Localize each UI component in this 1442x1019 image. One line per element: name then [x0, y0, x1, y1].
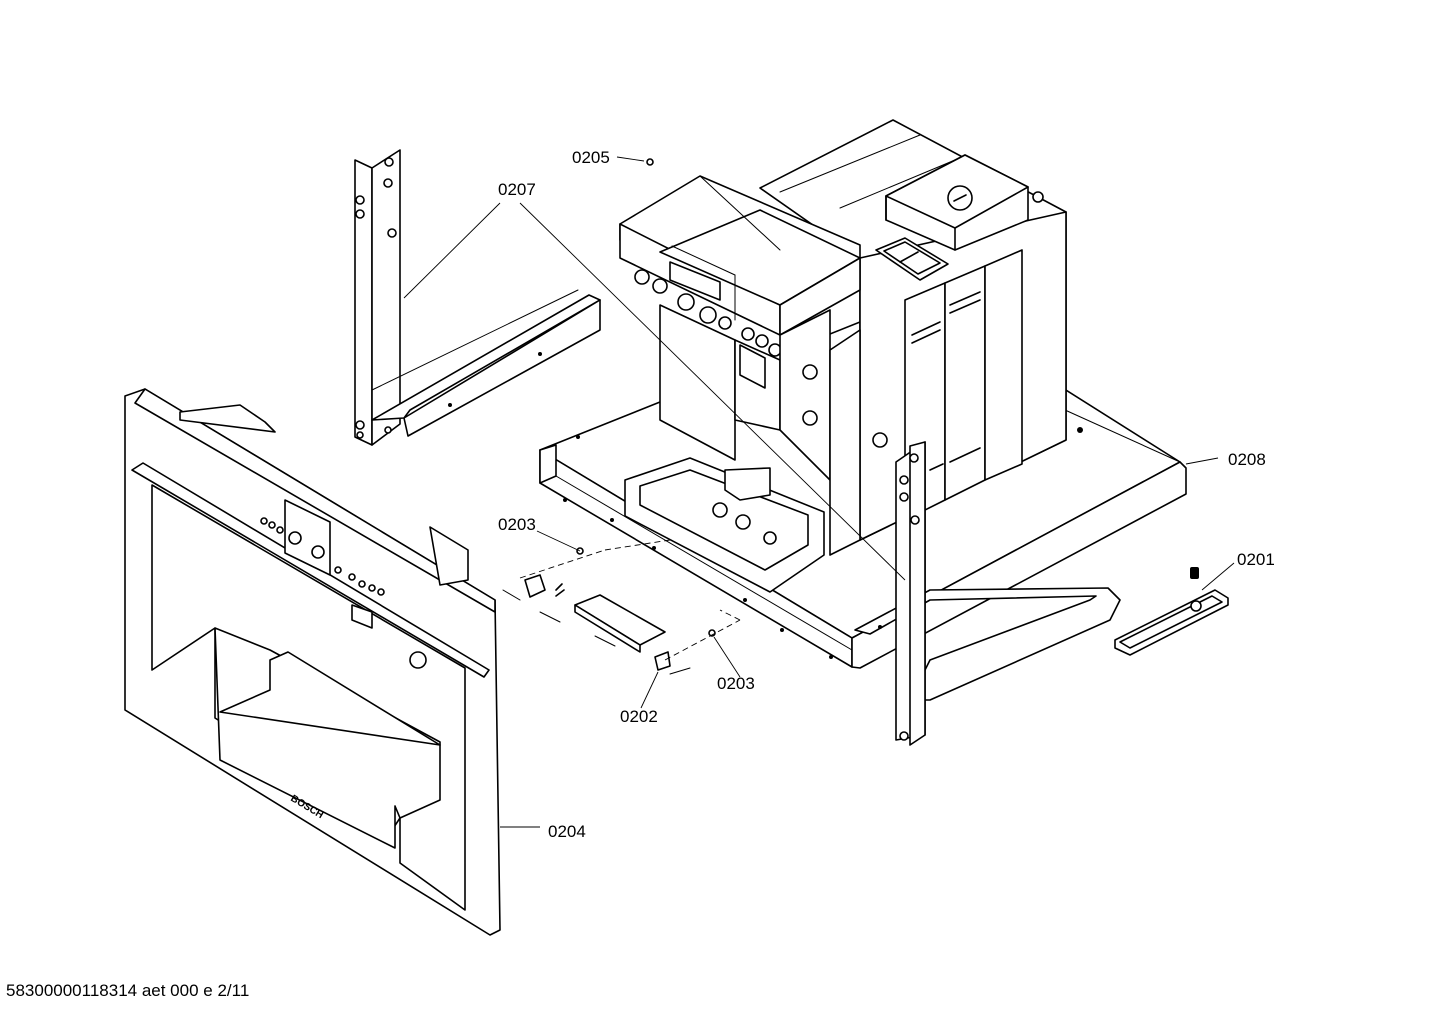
mounting-bracket-right	[895, 441, 926, 746]
part-label-0205: 0205	[572, 148, 610, 167]
frame-buttons	[260, 517, 385, 596]
part-label-0202: 0202	[620, 707, 658, 726]
front-frame: BOSCH	[124, 388, 501, 936]
part-label-0203-lower: 0203	[717, 674, 755, 693]
leader-lines	[403, 156, 1235, 828]
part-label-0204: 0204	[548, 822, 586, 841]
handle-assembly	[502, 539, 741, 675]
control-knobs	[634, 269, 782, 357]
part-label-0208: 0208	[1228, 450, 1266, 469]
vent-slots	[911, 291, 981, 471]
part-label-0201: 0201	[1237, 550, 1275, 569]
screw-0205	[646, 158, 654, 166]
part-label-0203-upper: 0203	[498, 515, 536, 534]
guide-rail-0201	[1114, 567, 1229, 656]
mounting-bracket-left	[354, 149, 601, 446]
drawing-id-footer: 58300000118314 aet 000 e 2/11	[6, 981, 250, 1000]
part-label-0207: 0207	[498, 180, 536, 199]
part-labels: 0205 0207 0208 0203 0201 0203 0202 0204	[498, 148, 1275, 841]
